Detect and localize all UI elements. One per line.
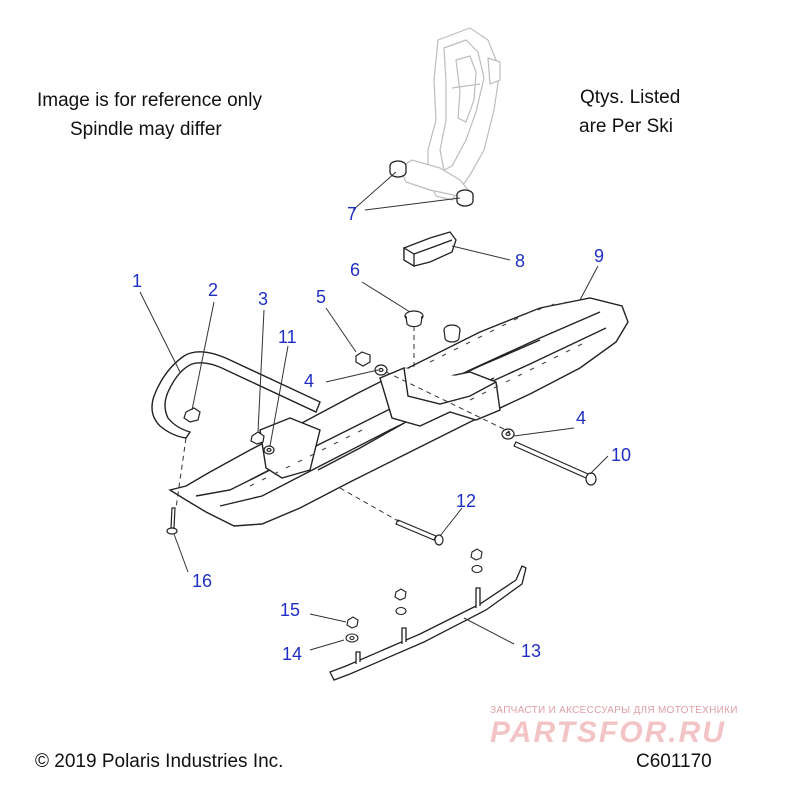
callout-14: 14 [282, 644, 303, 664]
callout-5: 5 [316, 287, 327, 307]
nut-15-part [346, 616, 359, 629]
carbide-runner-part [329, 565, 527, 681]
nut-5-part [355, 351, 371, 367]
callout-4-left: 4 [304, 371, 315, 391]
reference-note-line2: Spindle may differ [70, 119, 222, 140]
nut-2-part [183, 407, 201, 423]
through-bolt-10-part [513, 441, 597, 486]
callout-7: 7 [347, 204, 358, 224]
runner-nuts [394, 548, 483, 616]
callout-2: 2 [208, 280, 219, 300]
watermark-logo: PARTSFOR.RU [490, 716, 726, 749]
centerlines [175, 326, 511, 523]
bushing-right [456, 189, 474, 207]
callout-1: 1 [132, 271, 143, 291]
callout-4-right: 4 [576, 408, 587, 428]
callout-6: 6 [350, 260, 361, 280]
callout-10: 10 [611, 445, 632, 465]
ski-traction-holes [249, 301, 583, 487]
reference-note-line1: Image is for reference only [37, 90, 262, 111]
watermark-tagline: ЗАПЧАСТИ И АКСЕССУАРЫ ДЛЯ МОТОТЕХНИКИ [490, 705, 738, 716]
callout-3: 3 [258, 289, 269, 309]
washer-14-part [345, 633, 359, 643]
diagram-code: C601170 [636, 751, 712, 772]
copyright-notice: © 2019 Polaris Industries Inc. [35, 751, 284, 772]
spindle-part [399, 27, 501, 201]
spacer-part [443, 324, 461, 343]
ski-loop-part [151, 351, 321, 439]
leader-lines [139, 171, 609, 651]
flange-bolt-6-part [404, 310, 424, 328]
callout-9: 9 [594, 246, 605, 266]
callout-11: 11 [278, 327, 297, 347]
ski-bumper-part [403, 231, 457, 268]
bushing-left [389, 160, 407, 178]
screw-16-part [166, 507, 178, 535]
quantity-note-line1: Qtys. Listed [580, 87, 681, 108]
ski-body [168, 297, 629, 527]
quantity-note-line2: are Per Ski [579, 116, 673, 137]
callout-12: 12 [456, 491, 477, 511]
callout-13: 13 [521, 641, 542, 661]
bolt-12-part [395, 519, 444, 546]
washer-4-right-part [501, 428, 515, 440]
callout-8: 8 [515, 251, 526, 271]
washer-11-part [263, 445, 275, 455]
callout-16: 16 [192, 571, 213, 591]
washer-4-left-part [374, 364, 388, 376]
callout-15: 15 [280, 600, 301, 620]
